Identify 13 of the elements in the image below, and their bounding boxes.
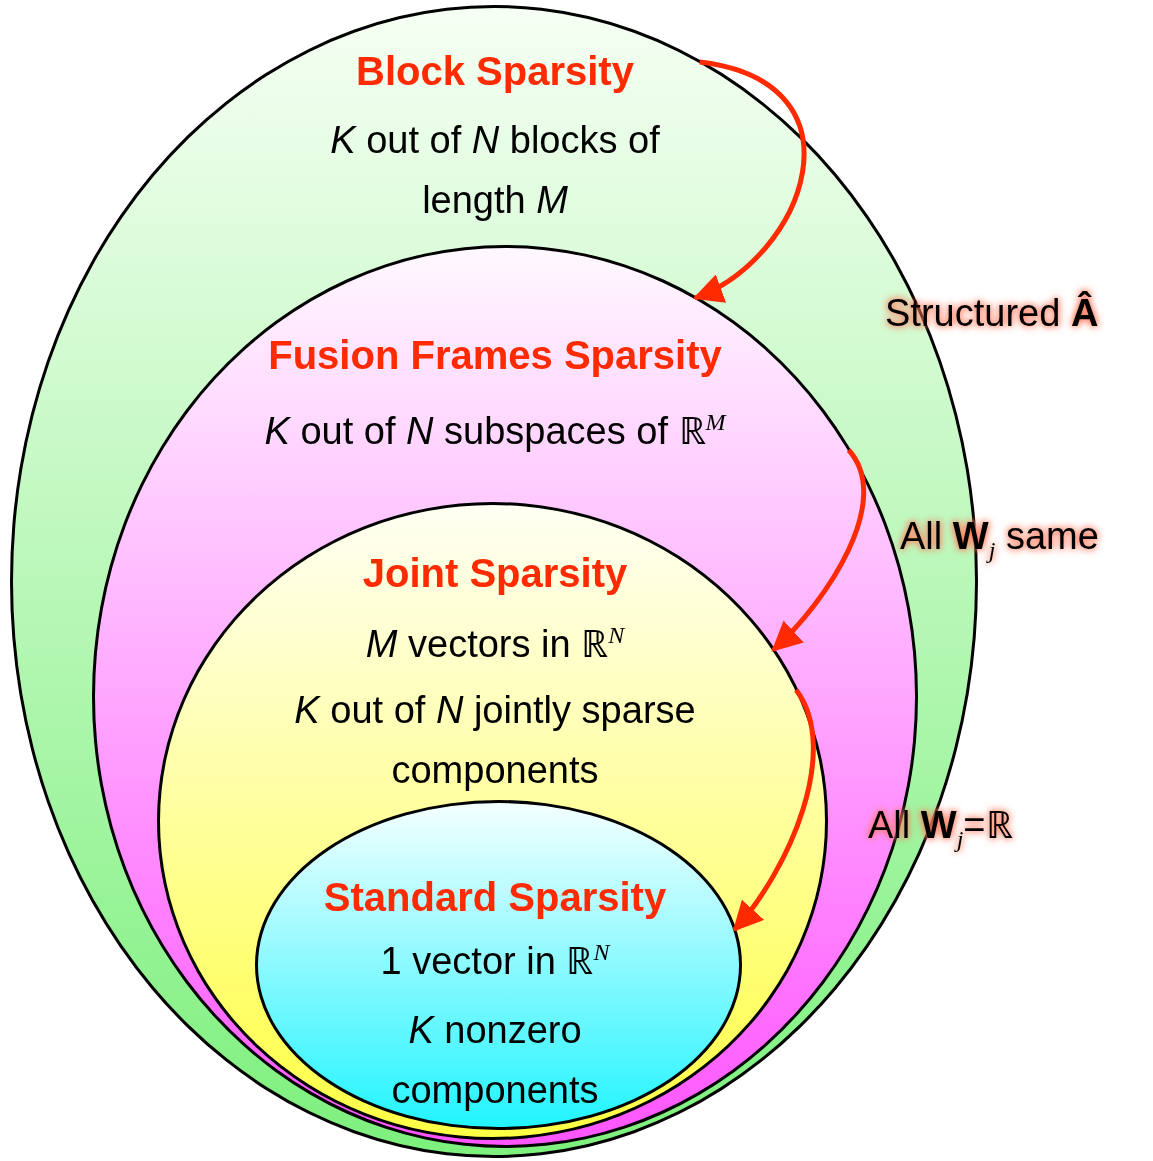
set-description: 1 vector in ℝ$^{N}$	[379, 938, 612, 984]
set-description: K out of N jointly sparse components	[293, 688, 697, 793]
set-title: Fusion Frames Sparsity	[267, 332, 723, 378]
arrow	[771, 448, 867, 652]
set-description: K nonzero components	[390, 1008, 600, 1113]
set-description: K out of N subspaces of ℝ$^{M}$	[263, 408, 728, 454]
set-description: K out of N blocks of length M	[329, 118, 661, 223]
arrow	[692, 59, 807, 301]
set-title: Standard Sparsity	[322, 874, 668, 920]
set-description: M vectors in ℝ$^{N}$	[364, 621, 627, 667]
set-title: Joint Sparsity	[361, 550, 629, 596]
set-title: Block Sparsity	[355, 48, 635, 94]
arrow	[732, 688, 816, 932]
